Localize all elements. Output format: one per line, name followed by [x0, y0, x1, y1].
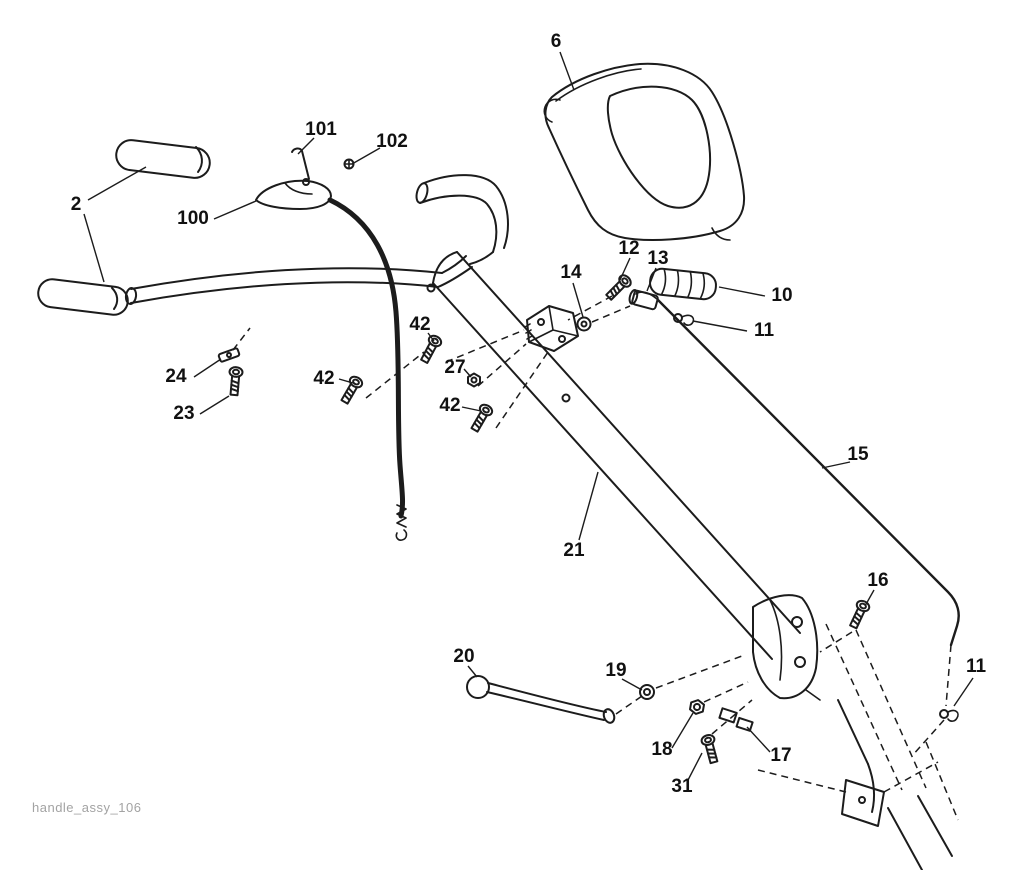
callout-labels: 6 101 102 2 100 12 13 14 10 11 42 24 42 …: [71, 31, 987, 797]
callout-15: 15: [847, 444, 869, 465]
bolt-42b: [337, 373, 366, 407]
diagram-id-label: handle_assy_106: [32, 800, 142, 815]
callout-13: 13: [647, 248, 668, 269]
clip-11-lower: [939, 709, 949, 719]
depth-rod-20: [466, 675, 616, 724]
callout-18: 18: [651, 739, 672, 760]
main-tube: [432, 251, 821, 701]
nut-18: [688, 699, 706, 715]
callout-21: 21: [563, 540, 585, 561]
throttle-control: [255, 147, 355, 210]
callout-16: 16: [867, 570, 888, 591]
clip-24: [217, 347, 241, 363]
callout-2: 2: [71, 194, 82, 215]
washer-14: [576, 316, 592, 332]
callout-10: 10: [771, 285, 792, 306]
callout-100: 100: [177, 208, 209, 229]
callout-24: 24: [165, 366, 187, 387]
bolt-16: [846, 597, 872, 631]
left-fasteners: [217, 332, 496, 435]
console-cover: [543, 62, 746, 241]
callout-102: 102: [376, 131, 408, 152]
handlebar-grips: [37, 139, 211, 316]
keys-17: [718, 707, 754, 732]
callout-20: 20: [453, 646, 474, 667]
callout-23: 23: [173, 403, 194, 424]
bolt-31: [699, 732, 722, 765]
callout-17: 17: [770, 745, 791, 766]
handlebar: [124, 174, 509, 305]
callout-12: 12: [618, 238, 639, 259]
hinge-assembly: [524, 272, 659, 352]
callout-31: 31: [671, 776, 693, 797]
bolt-42c: [467, 401, 496, 435]
callout-42-c: 42: [439, 395, 460, 416]
callout-11-upper: 11: [754, 320, 775, 341]
throttle-cable: [327, 197, 408, 541]
callout-27: 27: [444, 357, 465, 378]
nut-27: [467, 372, 481, 388]
leader-lines: [83, 51, 974, 783]
callout-101: 101: [305, 119, 337, 140]
clip-11-upper: [673, 313, 683, 323]
callout-11-lower: 11: [966, 656, 987, 677]
callout-42-a: 42: [409, 314, 430, 335]
callout-6: 6: [551, 31, 562, 52]
callout-14: 14: [560, 262, 582, 283]
callout-42-b: 42: [313, 368, 334, 389]
bolt-23: [226, 365, 244, 397]
ghost-frame: [837, 699, 953, 870]
callout-19: 19: [605, 660, 626, 681]
grip-part-10: [649, 267, 717, 326]
washer-19: [639, 684, 655, 700]
lower-fasteners: [639, 684, 754, 765]
assembly-dash-lines: [232, 295, 959, 821]
lift-rod-15: [635, 291, 960, 722]
bolt-42a: [417, 332, 444, 366]
